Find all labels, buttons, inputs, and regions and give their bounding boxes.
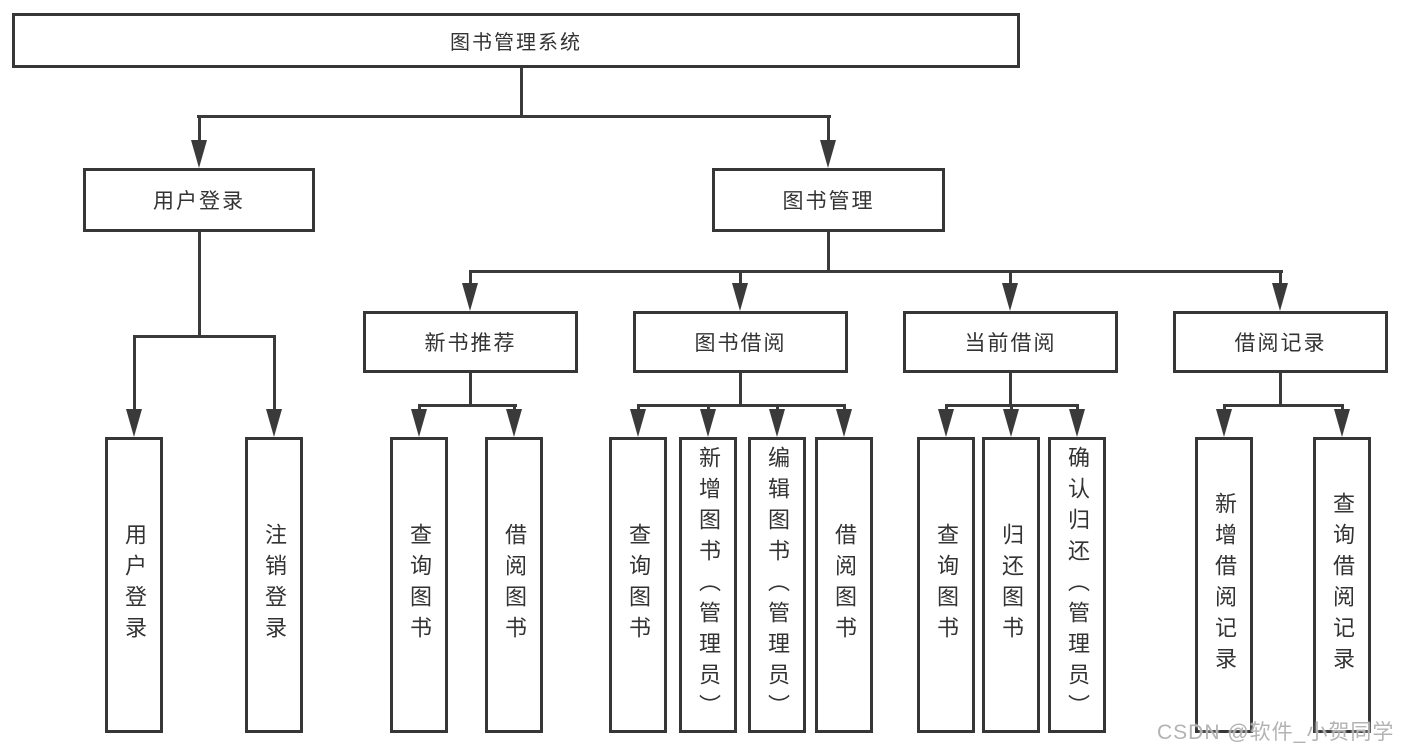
- arrow-down-icon: [266, 409, 282, 437]
- arrow-down-icon: [938, 409, 954, 437]
- connector-to-borrowing-records: [1279, 270, 1282, 285]
- node-label: 查询图书: [934, 523, 959, 647]
- leaf-edit-book-admin: 编辑图书（管理员）: [748, 437, 806, 733]
- connector-to-book-management: [827, 115, 830, 143]
- arrow-down-icon: [1002, 283, 1018, 311]
- arrow-down-icon: [1334, 409, 1350, 437]
- leaf-user-login: 用户登录: [105, 437, 163, 733]
- node-label: 当前借阅: [964, 332, 1057, 355]
- connector-leaf: [1076, 404, 1079, 412]
- leaf-query-borrow-record: 查询借阅记录: [1313, 437, 1371, 733]
- node-label: 查询图书: [626, 523, 651, 647]
- connector-to-leaf-logout: [273, 335, 276, 411]
- arrow-down-icon: [462, 283, 478, 311]
- connector-new-book-branch: [418, 404, 517, 407]
- arrow-down-icon: [1069, 409, 1085, 437]
- arrow-down-icon: [769, 409, 785, 437]
- connector-leaf: [776, 404, 779, 412]
- node-current-borrowing: 当前借阅: [903, 311, 1118, 373]
- connector-book-management-branch: [469, 270, 1283, 273]
- connector-leaf: [843, 404, 846, 412]
- connector-leaf: [1010, 404, 1013, 412]
- connector-leaf: [513, 404, 516, 412]
- csdn-watermark: CSDN @软件_小贺同学: [1157, 721, 1395, 744]
- arrow-down-icon: [191, 140, 207, 168]
- connector-book-borrowing-stem: [739, 373, 742, 407]
- node-borrowing-records: 借阅记录: [1173, 311, 1388, 373]
- connector-borrowing-records-stem: [1279, 373, 1282, 407]
- node-user-login: 用户登录: [83, 168, 315, 232]
- node-label: 借阅图书: [502, 523, 527, 647]
- connector-leaf: [945, 404, 948, 412]
- node-label: 注销登录: [262, 523, 287, 647]
- node-label: 借阅记录: [1234, 332, 1327, 355]
- connector-to-leaf-user-login: [133, 335, 136, 411]
- leaf-query-books-current: 查询图书: [917, 437, 975, 733]
- arrow-down-icon: [1003, 409, 1019, 437]
- arrow-down-icon: [1216, 409, 1232, 437]
- leaf-confirm-return-admin: 确认归还（管理员）: [1048, 437, 1106, 733]
- leaf-add-book-admin: 新增图书（管理员）: [679, 437, 737, 733]
- arrow-down-icon: [820, 140, 836, 168]
- leaf-add-borrow-record: 新增借阅记录: [1195, 437, 1253, 733]
- arrow-down-icon: [836, 409, 852, 437]
- arrow-down-icon: [1272, 283, 1288, 311]
- arrow-down-icon: [506, 409, 522, 437]
- node-label: 用户登录: [122, 523, 147, 647]
- node-book-management: 图书管理: [712, 168, 945, 232]
- node-book-borrowing: 图书借阅: [633, 311, 848, 373]
- connector-to-new-book: [469, 270, 472, 285]
- connector-book-borrowing-branch: [637, 404, 846, 407]
- connector-leaf: [1341, 404, 1344, 412]
- node-label: 确认归还（管理员）: [1065, 445, 1090, 725]
- node-label: 归还图书: [999, 523, 1024, 647]
- node-label: 借阅图书: [832, 523, 857, 647]
- leaf-query-books-recommend: 查询图书: [390, 437, 448, 733]
- node-label: 图书管理系统: [450, 32, 582, 54]
- arrow-down-icon: [411, 409, 427, 437]
- node-new-book-recommendation: 新书推荐: [363, 311, 578, 373]
- node-label: 查询借阅记录: [1330, 492, 1355, 678]
- connector-leaf: [418, 404, 421, 412]
- arrow-down-icon: [630, 409, 646, 437]
- leaf-logout: 注销登录: [245, 437, 303, 733]
- connector-book-management-stem: [827, 232, 830, 273]
- node-library-management-system: 图书管理系统: [12, 13, 1020, 68]
- node-label: 新增借阅记录: [1212, 492, 1237, 678]
- connector-to-book-borrowing: [739, 270, 742, 285]
- connector-to-current-borrowing: [1009, 270, 1012, 285]
- connector-user-login-stem: [198, 232, 201, 338]
- connector-leaf: [707, 404, 710, 412]
- arrow-down-icon: [700, 409, 716, 437]
- connector-user-login-branch: [133, 335, 276, 338]
- leaf-borrow-books-recommend: 借阅图书: [485, 437, 543, 733]
- node-label: 新书推荐: [424, 332, 517, 355]
- node-label: 图书管理: [782, 190, 875, 213]
- node-label: 用户登录: [153, 190, 245, 213]
- connector-root-stem: [520, 68, 523, 118]
- connector-current-borrowing-stem: [1009, 373, 1012, 407]
- connector-root-branch: [197, 115, 831, 118]
- node-label: 新增图书（管理员）: [696, 445, 721, 725]
- connector-leaf: [637, 404, 640, 412]
- arrow-down-icon: [126, 409, 142, 437]
- connector-new-book-stem: [469, 373, 472, 407]
- arrow-down-icon: [732, 283, 748, 311]
- connector-borrowing-records-branch: [1223, 404, 1344, 407]
- leaf-query-books-borrowing: 查询图书: [609, 437, 667, 733]
- connector-to-user-login: [198, 115, 201, 143]
- connector-leaf: [1223, 404, 1226, 412]
- node-label: 图书借阅: [694, 332, 787, 355]
- leaf-borrow-books-borrowing: 借阅图书: [815, 437, 873, 733]
- node-label: 编辑图书（管理员）: [765, 445, 790, 725]
- node-label: 查询图书: [407, 523, 432, 647]
- leaf-return-book: 归还图书: [982, 437, 1040, 733]
